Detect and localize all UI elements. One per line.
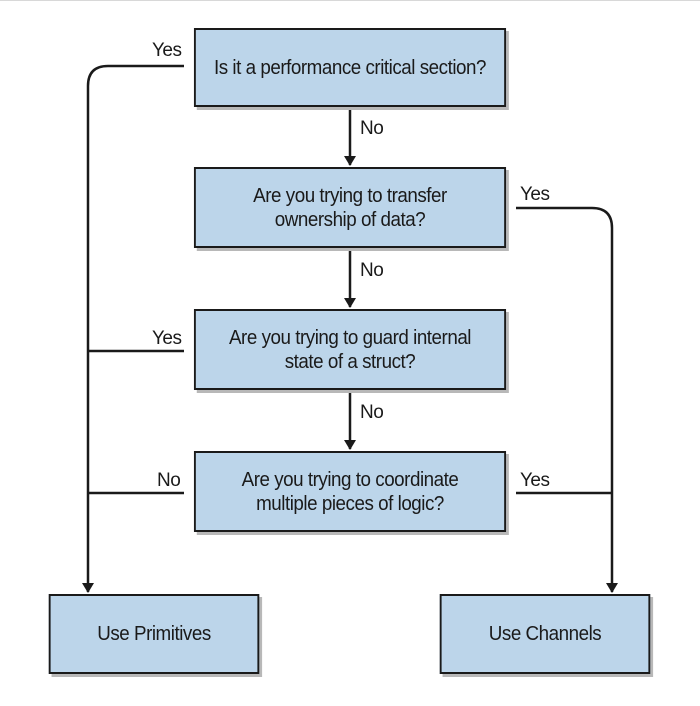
decision-performance-critical: Is it a performance critical section?	[193, 28, 507, 107]
edge-label-q2-yes: Yes	[520, 184, 550, 205]
decision-transfer-ownership-line2: ownership of data?	[274, 208, 426, 231]
outcome-use-primitives: Use Primitives	[48, 594, 260, 674]
decision-guard-internal-state: Are you trying to guard internal state o…	[193, 309, 507, 390]
edge-q2-yes	[516, 206, 618, 593]
decision-guard-internal-state-line1: Are you trying to guard internal	[228, 326, 472, 349]
edge-label-q1-no: No	[360, 118, 384, 139]
outcome-use-primitives-text: Use Primitives	[97, 623, 211, 645]
edge-q1-yes	[82, 64, 184, 593]
outcome-use-channels: Use Channels	[439, 594, 651, 674]
edge-label-q2-no: No	[360, 260, 384, 281]
decision-coordinate-logic: Are you trying to coordinate multiple pi…	[193, 451, 507, 532]
edge-label-q3-yes: Yes	[152, 328, 182, 349]
outcome-use-channels-text: Use Channels	[488, 623, 602, 645]
decision-transfer-ownership-line1: Are you trying to transfer	[253, 184, 447, 207]
edge-label-q3-no: No	[360, 402, 384, 423]
decision-coordinate-logic-line1: Are you trying to coordinate	[241, 468, 459, 491]
decision-coordinate-logic-line2: multiple pieces of logic?	[256, 492, 444, 515]
decision-transfer-ownership: Are you trying to transfer ownership of …	[193, 167, 507, 248]
edge-label-q4-yes: Yes	[520, 470, 550, 491]
decision-performance-critical-text: Is it a performance critical section?	[213, 56, 487, 79]
top-divider	[0, 0, 700, 1]
decision-guard-internal-state-line2: state of a struct?	[284, 350, 416, 373]
edge-label-q4-no: No	[157, 470, 181, 491]
edge-label-q1-yes: Yes	[152, 40, 182, 61]
